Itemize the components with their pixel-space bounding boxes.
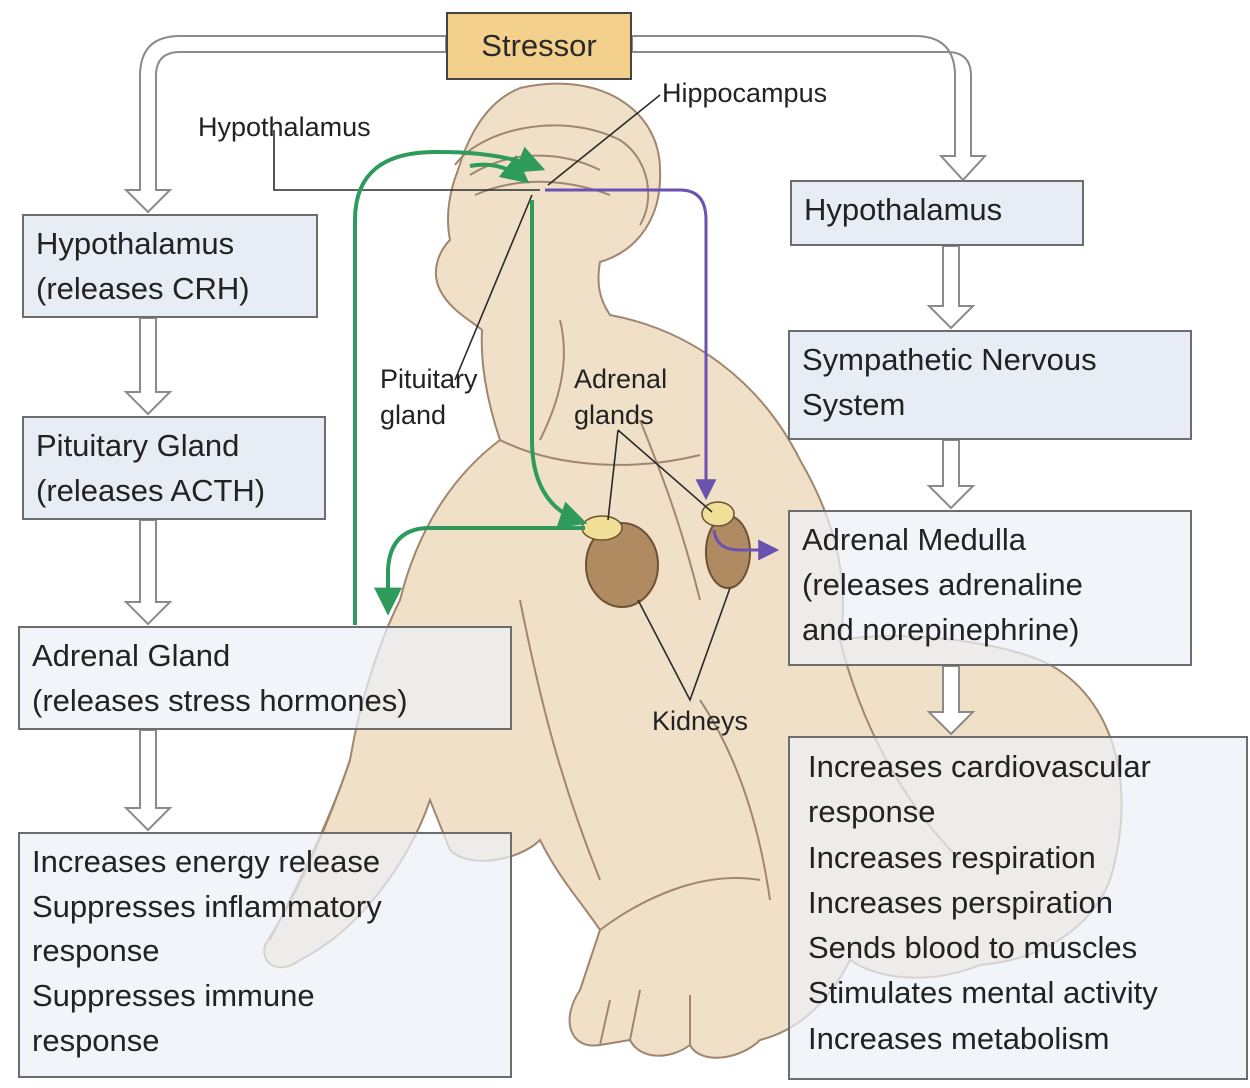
adrenal-gland-box: Adrenal Gland (releases stress hormones) [18,626,512,730]
stressor-label: Stressor [481,28,596,64]
hypothalamus-label: Hypothalamus [198,110,371,146]
pituitary-acth-box: Pituitary Gland (releases ACTH) [22,416,326,520]
kidneys-label: Kidneys [652,704,748,740]
pituitary-gland-label: Pituitary gland [380,362,478,433]
adrenal-medulla-box: Adrenal Medulla (releases adrenaline and… [788,510,1192,666]
adrenal-glands-label: Adrenal glands [574,362,667,433]
hippocampus-label: Hippocampus [662,76,827,112]
sympathetic-effects-box: Increases cardiovascular response Increa… [788,736,1248,1080]
sympathetic-nervous-system-box: Sympathetic Nervous System [788,330,1192,440]
hypothalamus-crh-box: Hypothalamus (releases CRH) [22,214,318,318]
hpa-effects-box: Increases energy release Suppresses infl… [18,832,512,1078]
stressor-box: Stressor [446,12,632,80]
hypothalamus-right-box: Hypothalamus [790,180,1084,246]
